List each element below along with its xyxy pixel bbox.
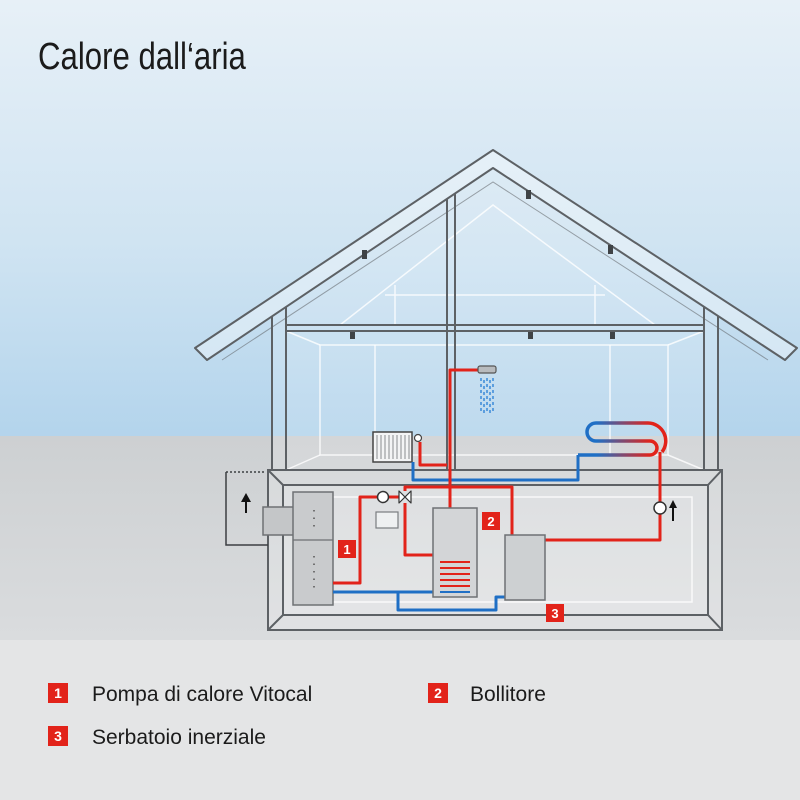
marker-box — [482, 512, 500, 530]
buffer-tank — [504, 534, 546, 601]
hot-water-tank-body — [432, 507, 478, 598]
radiator-valve-icon — [413, 433, 423, 443]
marker-buffer-tank: 3 — [546, 604, 564, 622]
beam-bracket — [350, 331, 355, 339]
outdoor-fan-unit — [262, 506, 296, 536]
supply-pipe-hot-water-tank — [403, 503, 433, 557]
outdoor-unit — [225, 471, 296, 546]
radiator — [372, 431, 423, 463]
roof-bracket — [608, 245, 613, 254]
basement-corner-lines — [267, 469, 723, 631]
supply-pipe-radiator — [418, 442, 447, 467]
marker-number: 1 — [343, 542, 350, 557]
attic-crossbeam — [385, 285, 605, 325]
marker-box — [338, 540, 356, 558]
arrow-up-icon — [241, 493, 251, 513]
radiator-fins — [376, 435, 410, 459]
supply-pipe-heat-pump — [333, 495, 377, 585]
circulation-pump-icon — [653, 501, 667, 515]
legend-label: Pompa di calore Vitocal — [92, 683, 313, 706]
interior-perspective-lines — [285, 204, 705, 471]
underfloor-heating-coil — [578, 421, 668, 457]
supply-pipe-buffer-tank — [403, 485, 514, 535]
right-wall — [703, 307, 719, 470]
beam-bracket — [528, 331, 533, 339]
circulation-pump-icon — [376, 490, 390, 504]
roof-bracket — [362, 250, 367, 259]
return-pipe-tanks — [396, 592, 505, 612]
return-pipe-radiator — [411, 455, 580, 482]
marker-box — [546, 604, 564, 622]
mixing-valve-icon — [398, 490, 412, 504]
marker-number: 3 — [551, 606, 558, 621]
marker-number: 2 — [487, 514, 494, 529]
basement — [267, 469, 723, 631]
page-title: Calore dall‘aria — [38, 36, 246, 78]
beam-bracket — [610, 331, 615, 339]
legend-number-badge: 1 — [48, 683, 68, 703]
marker-hot-water-tank: 2 — [482, 512, 500, 530]
legend-number-badge: 2 — [428, 683, 448, 703]
center-post — [446, 194, 456, 470]
supply-pipe-floor-heating — [545, 514, 662, 542]
house-walls — [271, 194, 719, 470]
heat-pump-unit — [292, 491, 334, 606]
legend-item-hot-water-tank: 2 Bollitore — [428, 683, 628, 706]
hot-water-tank-heating-coil — [440, 561, 470, 587]
heat-pump-housing — [292, 491, 334, 606]
left-wall — [271, 307, 287, 470]
floor-beam — [286, 324, 704, 332]
return-pipes — [333, 455, 580, 612]
sky-background — [0, 0, 800, 438]
legend-number-badge: 3 — [48, 726, 68, 746]
flow-direction-arrow-icon — [669, 500, 677, 521]
legend-label: Serbatoio inerziale — [92, 726, 266, 749]
legend-area-background — [0, 640, 800, 800]
shower-water-drops — [480, 378, 494, 414]
attic-gable — [339, 204, 656, 326]
legend-label: Bollitore — [470, 683, 546, 706]
roof-rafter-line — [221, 181, 769, 361]
marker-heat-pump: 1 — [338, 540, 356, 558]
roof-outline — [194, 149, 798, 361]
shower — [477, 365, 497, 414]
room-depth-lines — [285, 330, 705, 471]
controller-box — [375, 511, 399, 529]
shower-head-icon — [477, 365, 497, 374]
outdoor-unit-housing — [225, 472, 268, 546]
legend-item-heat-pump: 1 Pompa di calore Vitocal — [48, 683, 378, 706]
hot-water-tank — [432, 507, 478, 598]
legend-item-buffer-tank: 3 Serbatoio inerziale — [48, 726, 378, 749]
supply-pipes — [333, 368, 662, 585]
roof-bracket — [526, 190, 531, 199]
roof-brackets — [350, 190, 615, 339]
roof — [194, 149, 798, 361]
supply-pipe-shower — [448, 368, 478, 508]
